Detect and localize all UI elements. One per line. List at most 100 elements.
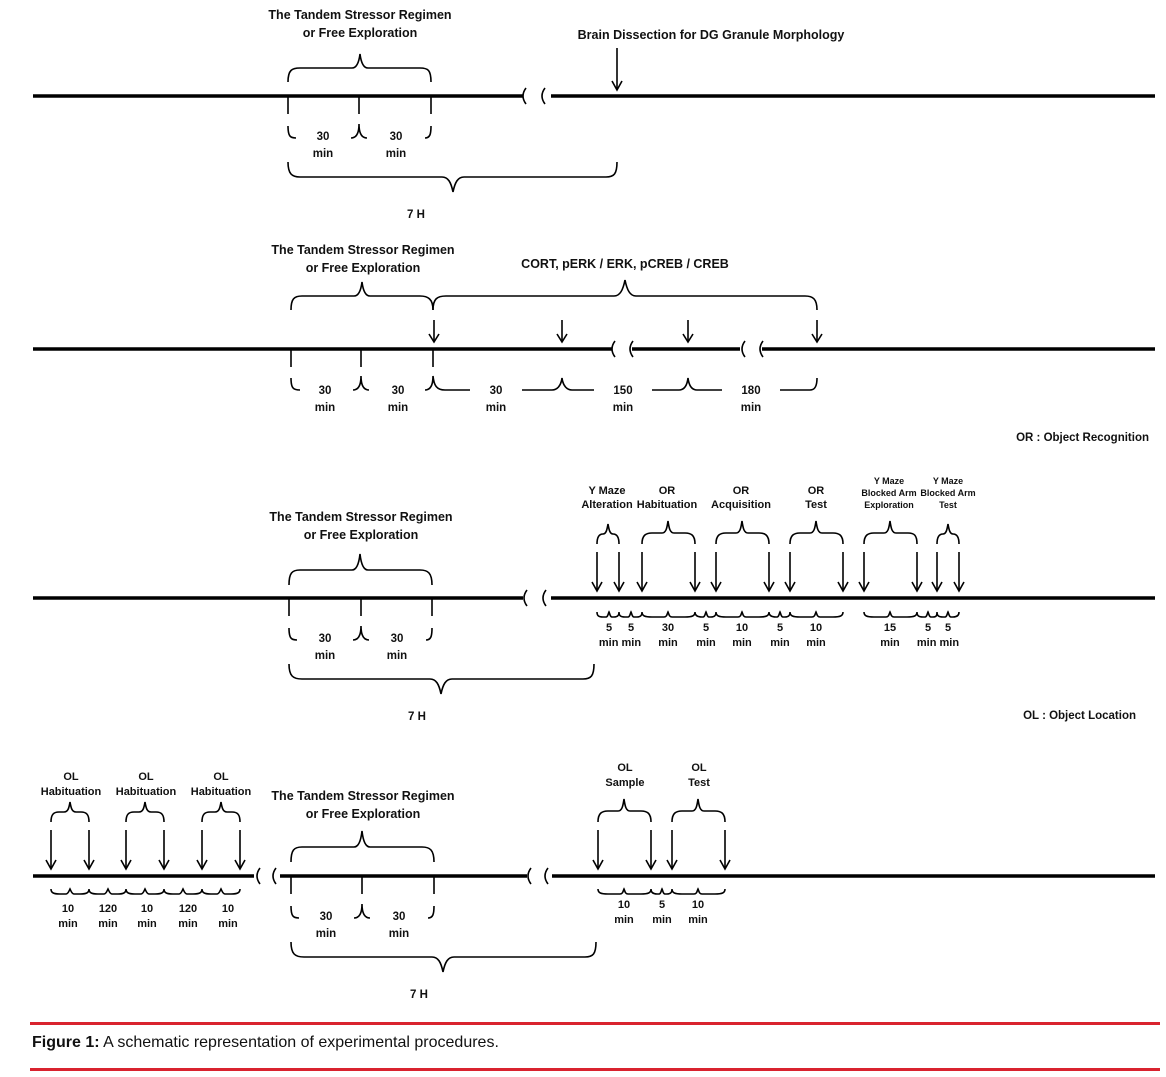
duration-brace (863, 610, 960, 618)
timeline-break-mark (256, 867, 277, 885)
segment-unit: min (613, 402, 633, 414)
segment-2-value: 30 (390, 131, 403, 143)
task-brace (936, 523, 960, 545)
task-label-line2: Test (688, 777, 710, 789)
post-duration-value: 5 (659, 899, 665, 911)
segment-1-unit: min (315, 650, 335, 662)
task-label-line2: Habituation (637, 499, 698, 511)
duration-brace (596, 610, 844, 618)
duration-unit: min (806, 637, 826, 649)
segment-unit: min (486, 402, 506, 414)
segment-1-unit: min (316, 928, 336, 940)
down-arrow-icon (719, 830, 731, 871)
segment-brace (287, 123, 432, 139)
task-label-line2: Test (805, 499, 827, 511)
down-arrow-icon (120, 830, 132, 871)
segment-unit: min (741, 402, 761, 414)
measures-label: CORT, pERK / ERK, pCREB / CREB (521, 257, 729, 271)
down-arrow-icon (611, 48, 623, 92)
task-brace (715, 520, 770, 545)
panel-2: The Tandem Stressor Regimen or Free Expl… (33, 243, 1155, 414)
legend-object-location: OL : Object Location (1023, 710, 1136, 722)
regimen-label-line1: The Tandem Stressor Regimen (268, 8, 451, 22)
task-label-line2: Acquisition (711, 499, 771, 511)
pre-duration-unit: min (58, 918, 78, 930)
duration-unit: min min (599, 637, 641, 649)
pre-duration-value: 10 (141, 903, 153, 915)
down-arrow-icon (234, 830, 246, 871)
timeline-break-mark (611, 340, 634, 358)
down-arrow-icon (784, 552, 796, 593)
task-label-line1: OR (733, 485, 750, 497)
habituation-label-line2: Habituation (41, 786, 102, 798)
segment-value: 30 (319, 385, 332, 397)
regimen-label-line1: The Tandem Stressor Regimen (271, 243, 454, 257)
segment-brace (290, 375, 818, 391)
duration-value: 5 (945, 622, 951, 634)
segment-brace (290, 903, 435, 919)
panel-3: OR : Object Recognition The Tandem Stres… (33, 432, 1155, 723)
segment-unit: min (388, 402, 408, 414)
task-brace (641, 520, 696, 545)
task-label-line3: Test (939, 500, 957, 510)
duration-unit: min min (917, 637, 959, 649)
regimen-brace (288, 553, 433, 586)
segment-1-value: 30 (319, 633, 332, 645)
post-duration-value: 10 (618, 899, 630, 911)
duration-values: 5 5 30 5 10 5 10 15 5 5 min min min min … (599, 622, 959, 649)
habituation-label-line1: OL (213, 771, 229, 783)
down-arrow-icon (645, 830, 657, 871)
total-duration-label: 7 H (410, 989, 428, 1001)
duration-value: 5 (777, 622, 783, 634)
duration-value: 5 (703, 622, 709, 634)
duration-value: 5 (628, 622, 634, 634)
down-arrow-icon (666, 830, 678, 871)
task-label-line1: OR (808, 485, 825, 497)
segment-1-unit: min (313, 148, 333, 160)
task-label-line2: Blocked Arm (920, 488, 975, 498)
total-duration-label: 7 H (408, 711, 426, 723)
post-duration-value: 10 (692, 899, 704, 911)
regimen-label-line1: The Tandem Stressor Regimen (269, 510, 452, 524)
regimen-brace (290, 281, 434, 311)
segment-value: 30 (490, 385, 503, 397)
task-label-line1: OL (617, 762, 633, 774)
post-duration-unit: min (652, 914, 672, 926)
task-brace (596, 523, 620, 545)
task-brace (671, 798, 726, 823)
duration-value: 10 (736, 622, 748, 634)
duration-unit: min (696, 637, 716, 649)
down-arrow-icon (858, 552, 870, 593)
duration-value: 5 (925, 622, 931, 634)
duration-unit: min (732, 637, 752, 649)
figure-caption: Figure 1: A schematic representation of … (32, 1034, 499, 1052)
down-arrow-icon (158, 830, 170, 871)
down-arrow-icon (83, 830, 95, 871)
segment-brace (288, 625, 433, 641)
task-label-line2: Sample (605, 777, 644, 789)
down-arrow-icon (682, 320, 694, 344)
caption-top-rule (30, 1022, 1160, 1025)
pre-duration-unit: min (218, 918, 238, 930)
segment-2-value: 30 (393, 911, 406, 923)
pre-duration-unit: min (98, 918, 118, 930)
duration-value: 30 (662, 622, 674, 634)
caption-text: A schematic representation of experiment… (99, 1034, 499, 1051)
post-duration-unit: min (614, 914, 634, 926)
habituation-label-line2: Habituation (191, 786, 252, 798)
total-duration-brace (287, 161, 618, 193)
regimen-brace (287, 53, 432, 83)
down-arrow-icon (428, 320, 440, 344)
timeline-break-mark (527, 867, 549, 885)
segment-value: 30 (392, 385, 405, 397)
down-arrow-icon (953, 552, 965, 593)
down-arrow-icon (811, 320, 823, 344)
down-arrow-icon (763, 552, 775, 593)
duration-unit: min (770, 637, 790, 649)
legend-object-recognition: OR : Object Recognition (1016, 432, 1149, 444)
duration-unit: min (880, 637, 900, 649)
timeline-break-mark (741, 340, 764, 358)
experimental-procedure-diagram: The Tandem Stressor Regimen or Free Expl… (33, 8, 1155, 1001)
down-arrow-icon (931, 552, 943, 593)
task-brace (201, 801, 241, 823)
